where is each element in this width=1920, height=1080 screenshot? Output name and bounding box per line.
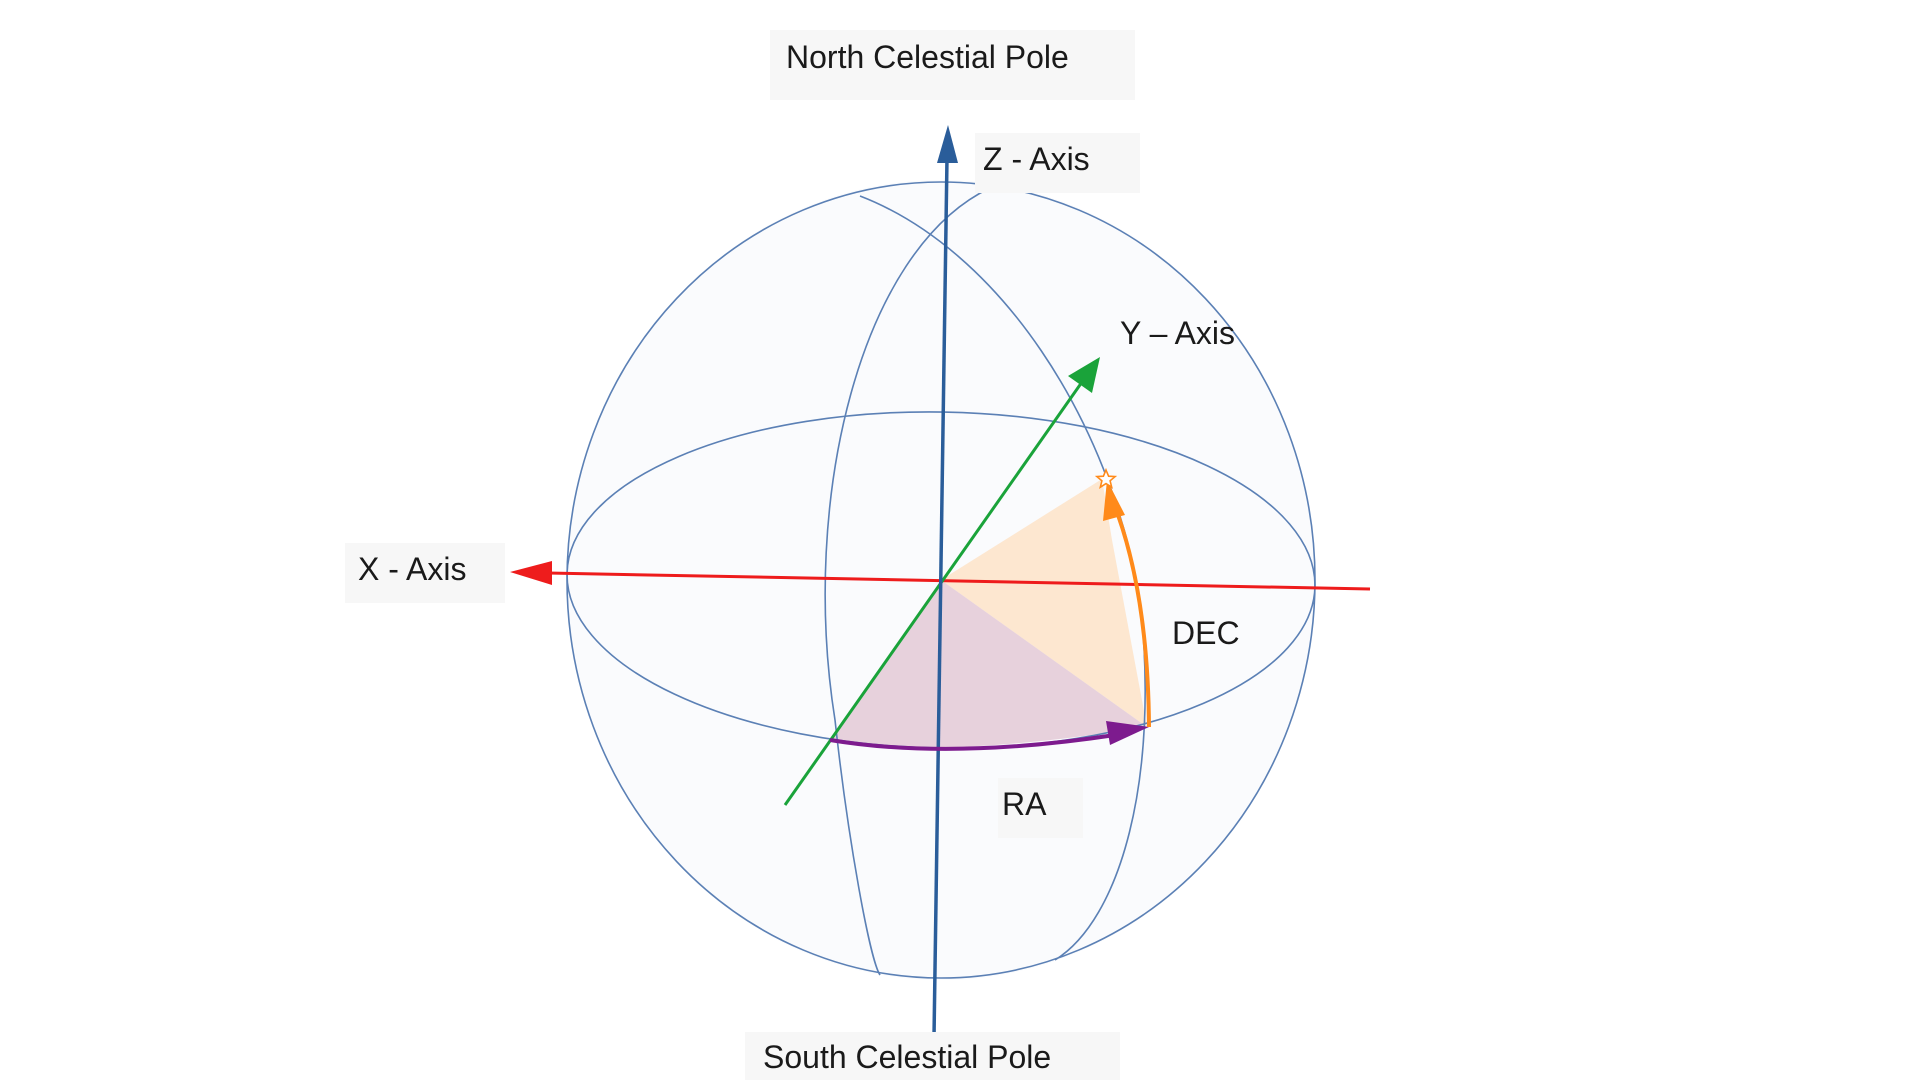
x-axis-line — [547, 571, 1371, 591]
meridian-left — [824, 187, 991, 976]
ra-label: RA — [1002, 786, 1047, 822]
z-axis-label: Z - Axis — [983, 141, 1090, 177]
y-axis-label: Y – Axis — [1120, 315, 1235, 351]
x-axis-arrowhead — [510, 561, 552, 585]
x-axis-label: X - Axis — [358, 551, 466, 587]
ra-arrowhead — [1106, 721, 1149, 745]
ra-sector — [830, 580, 1147, 748]
ra-label-bg — [998, 778, 1083, 838]
x-axis-label-bg — [345, 543, 505, 603]
dec-arc — [1116, 514, 1151, 728]
z-axis-arrowhead — [937, 125, 958, 163]
y-axis-arrowhead — [1068, 357, 1100, 393]
ra-arc — [829, 733, 1116, 751]
z-axis-line — [932, 157, 949, 1038]
north-pole-label: North Celestial Pole — [786, 39, 1069, 75]
z-axis-label-bg — [975, 133, 1140, 193]
dec-arrowhead — [1103, 480, 1125, 521]
dec-label: DEC — [1172, 615, 1240, 651]
south-pole-label-bg — [745, 1032, 1120, 1080]
y-axis-line — [783, 381, 1084, 806]
north-pole-label-bg — [770, 30, 1135, 100]
south-pole-label: South Celestial Pole — [763, 1039, 1051, 1075]
star-icon — [1094, 467, 1118, 489]
dec-sector — [941, 479, 1147, 727]
